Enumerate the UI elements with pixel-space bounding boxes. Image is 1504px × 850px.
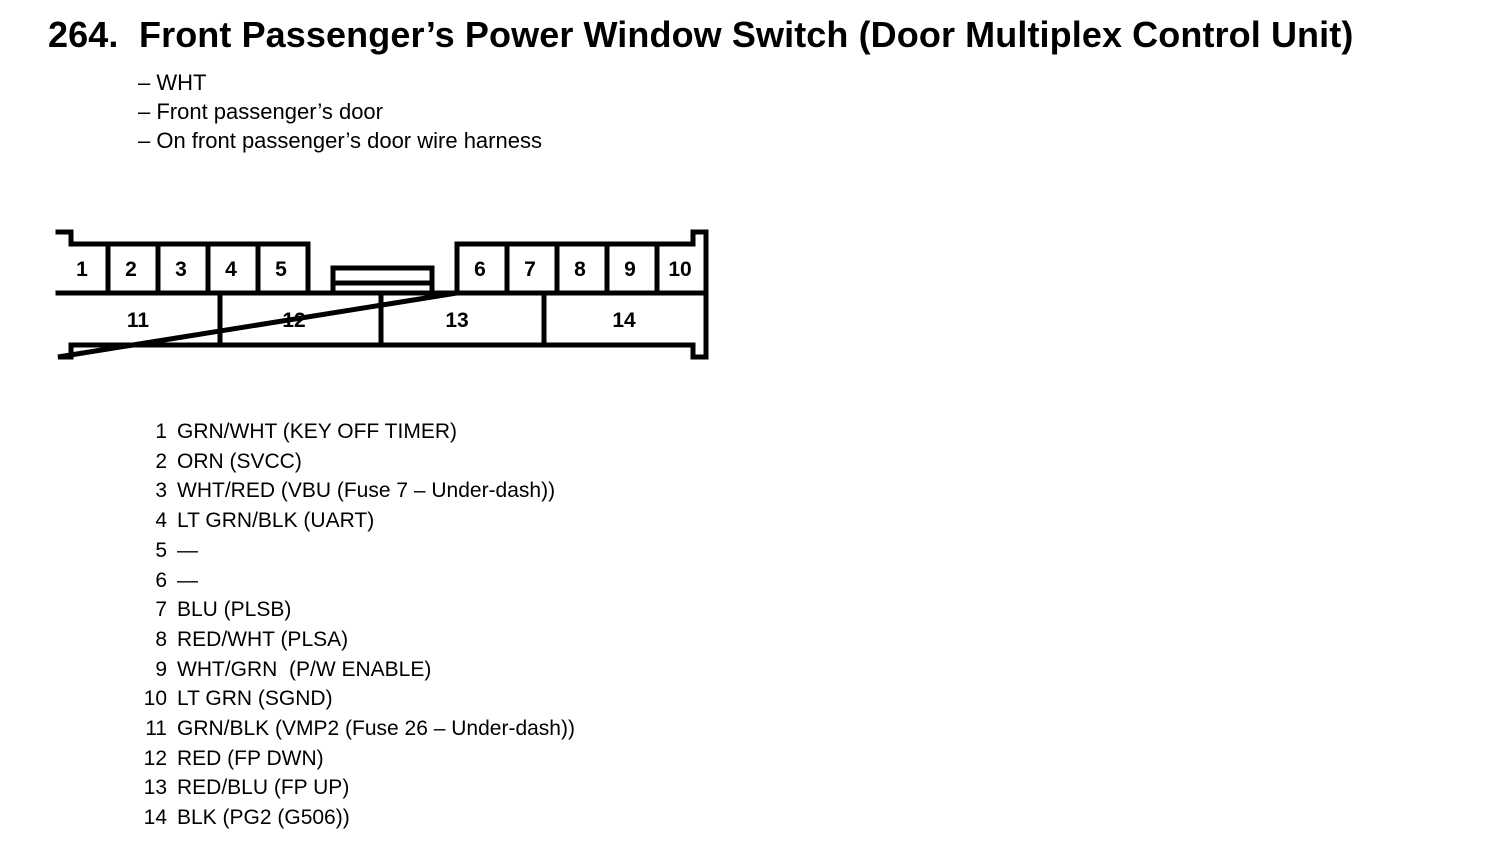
connector-pin-labels: 1 2 3 4 5 6 7 8 9 10 11 12 13 14 (76, 258, 692, 332)
connector-pin-10: 10 (668, 258, 691, 281)
connector-pin-7: 7 (524, 258, 536, 281)
pin-number: 12 (143, 746, 167, 770)
pin-description: — (177, 568, 198, 592)
connector-top-row-right (454, 241, 709, 296)
pin-number: 13 (143, 776, 167, 800)
pin-description: RED (FP DWN) (177, 746, 324, 770)
pin-description: WHT/GRN (P/W ENABLE) (177, 657, 432, 681)
connector-diagram: 1 2 3 4 5 6 7 8 9 10 11 12 13 14 (55, 229, 709, 360)
pin-row: 4 LT GRN/BLK (UART) (130, 506, 575, 536)
pin-row: 8 RED/WHT (PLSA) (130, 625, 575, 655)
pin-number: 7 (155, 598, 167, 622)
pin-row: 3 WHT/RED (VBU (Fuse 7 – Under-dash)) (130, 476, 575, 506)
connector-pin-1: 1 (76, 258, 88, 281)
connector-pin-11: 11 (127, 309, 150, 332)
pin-description: WHT/RED (VBU (Fuse 7 – Under-dash)) (177, 479, 556, 503)
info-harness: – On front passenger’s door wire harness (138, 128, 542, 153)
pin-number: 6 (155, 568, 167, 592)
connector-pin-8: 8 (574, 258, 586, 281)
info-color: – WHT (138, 70, 207, 95)
component-title: Front Passenger’s Power Window Switch (D… (139, 14, 1354, 55)
pin-description: LT GRN/BLK (UART) (177, 509, 375, 533)
connector-bottom-row (217, 290, 547, 348)
pin-number: 9 (155, 657, 167, 681)
connector-pin-13: 13 (445, 309, 468, 332)
connector-pin-14: 14 (612, 309, 636, 332)
pin-number: 14 (143, 806, 167, 830)
connector-pin-2: 2 (125, 258, 137, 281)
pin-number: 8 (155, 627, 167, 651)
pin-number: 5 (155, 538, 167, 562)
component-number: 264. (48, 14, 119, 55)
pin-description: RED/BLU (FP UP) (177, 776, 350, 800)
connector-pin-6: 6 (474, 258, 486, 281)
pin-number: 10 (143, 687, 167, 711)
pin-description: GRN/BLK (VMP2 (Fuse 26 – Under-dash)) (177, 717, 575, 741)
connector-pin-4: 4 (225, 258, 237, 281)
pin-number: 2 (155, 449, 167, 473)
pin-description: RED/WHT (PLSA) (177, 627, 349, 651)
info-location: – Front passenger’s door (138, 99, 383, 124)
pin-row: 9 WHT/GRN (P/W ENABLE) (130, 655, 575, 685)
pin-description: BLU (PLSB) (177, 598, 292, 622)
pin-description: — (177, 538, 198, 562)
connector-pin-12: 12 (282, 309, 305, 332)
pin-number: 3 (155, 479, 167, 503)
connector-pin-3: 3 (175, 258, 187, 281)
connector-key (330, 265, 435, 296)
pin-row: 5— (130, 536, 575, 566)
connector-info: – WHT – Front passenger’s door – On fron… (138, 68, 542, 155)
page-title: 264. Front Passenger’s Power Window Switc… (48, 14, 1353, 56)
pin-row: 2 ORN (SVCC) (130, 447, 575, 477)
pin-description: BLK (PG2 (G506)) (177, 806, 350, 830)
pin-row: 6— (130, 566, 575, 596)
pin-row: 12 RED (FP DWN) (130, 744, 575, 774)
pin-row: 1 GRN/WHT (KEY OFF TIMER) (130, 417, 575, 447)
pin-row: 14 BLK (PG2 (G506)) (130, 803, 575, 833)
pin-number: 4 (155, 509, 167, 533)
pin-row: 7 BLU (PLSB) (130, 595, 575, 625)
connector-housing-outline (55, 229, 709, 360)
pin-description: LT GRN (SGND) (177, 687, 333, 711)
pin-description: ORN (SVCC) (177, 449, 302, 473)
connector-pin-5: 5 (275, 258, 287, 281)
pin-row: 10 LT GRN (SGND) (130, 684, 575, 714)
pin-row: 13 RED/BLU (FP UP) (130, 773, 575, 803)
connector-top-row-left (55, 241, 311, 296)
pin-number: 1 (155, 420, 167, 443)
pin-description: GRN/WHT (KEY OFF TIMER) (177, 420, 458, 443)
pin-number: 11 (145, 717, 167, 741)
connector-pin-9: 9 (624, 258, 636, 281)
pin-row: 11 GRN/BLK (VMP2 (Fuse 26 – Under-dash)) (130, 714, 575, 744)
